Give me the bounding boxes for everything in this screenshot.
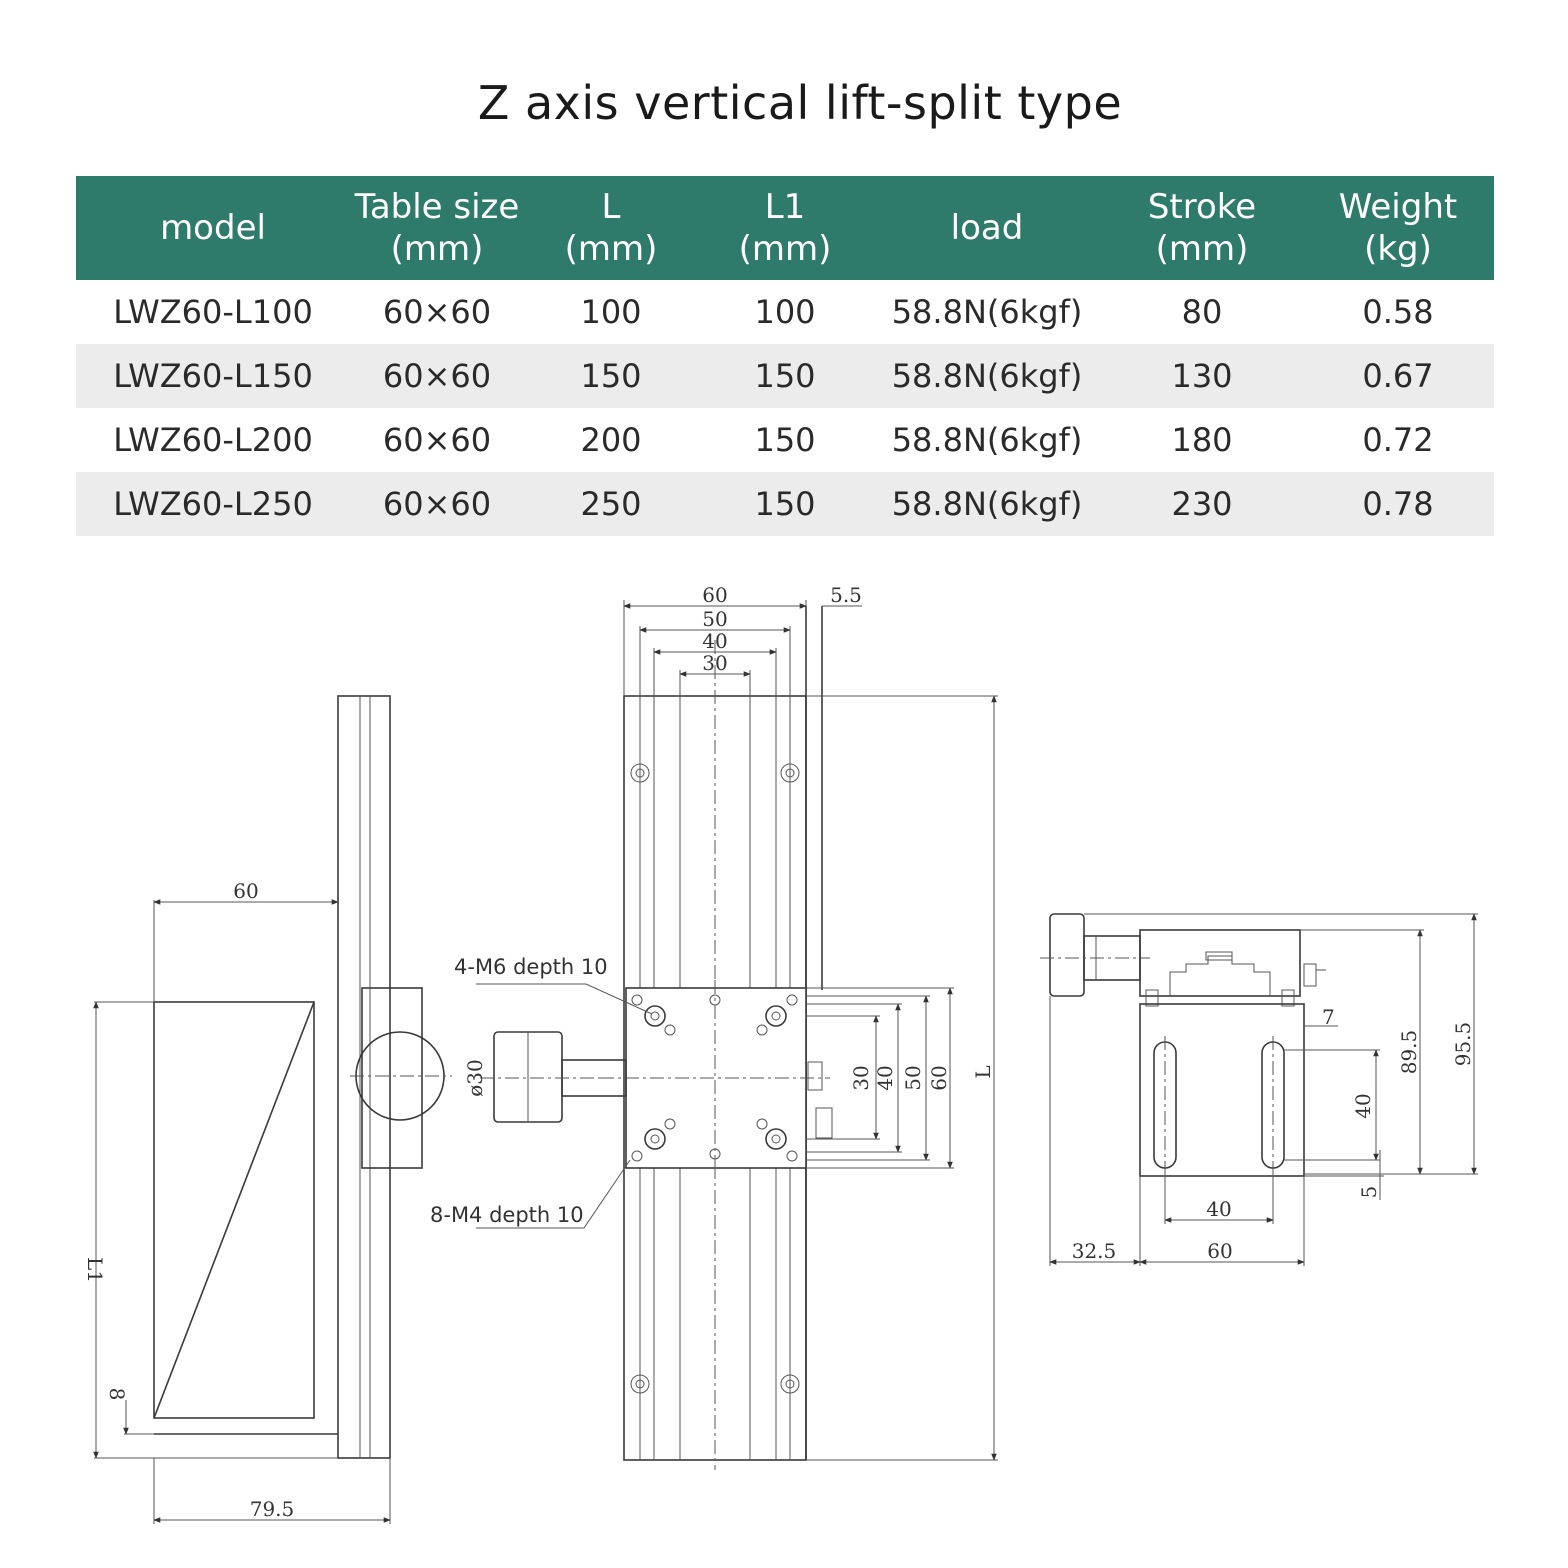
dim-side-gap: 5.5 (830, 583, 862, 607)
dim-end-base-width: 60 (1207, 1239, 1232, 1263)
header-l1: L1(mm) (738, 187, 832, 269)
side-rail (337, 695, 391, 1459)
cell-l1: 150 (754, 357, 816, 395)
cell-weight: 0.72 (1362, 421, 1434, 459)
end-knob (1049, 913, 1085, 997)
cell-l1: 100 (754, 293, 816, 331)
header-table-size: Table size(mm) (354, 187, 520, 269)
dim-end-h2: 95.5 (1451, 1022, 1475, 1067)
header-weight: Weight(kg) (1338, 187, 1458, 269)
cell-load: 58.8N(6kgf) (891, 357, 1083, 395)
side-carriage (361, 987, 423, 1169)
table-row: LWZ60-L150 60×60 150 150 58.8N(6kgf) 130 0.67 (76, 344, 1494, 408)
spec-table: model Table size(mm) L(mm) L1(mm) load S… (76, 176, 1494, 536)
table-row: LWZ60-L200 60×60 200 150 58.8N(6kgf) 180 0.72 (76, 408, 1494, 472)
dim-l: L (971, 1065, 995, 1078)
dim-side-width: 60 (233, 879, 258, 903)
cell-l1: 150 (754, 421, 816, 459)
dim-front-height-50: 50 (901, 1065, 925, 1090)
dim-end-slot: 40 (1351, 1093, 1375, 1118)
cell-model: LWZ60-L200 (113, 421, 313, 459)
cell-load: 58.8N(6kgf) (891, 293, 1083, 331)
cell-stroke: 130 (1171, 357, 1233, 395)
cell-weight: 0.58 (1362, 293, 1434, 331)
cell-table-size: 60×60 (382, 293, 492, 331)
callout-m6: 4-M6 depth 10 (454, 955, 608, 979)
dim-l1: L1 (83, 1257, 107, 1283)
cell-model: LWZ60-L100 (113, 293, 313, 331)
cell-l: 250 (580, 485, 642, 523)
rail-screw (780, 763, 800, 783)
dim-end-step: 7 (1322, 1005, 1335, 1029)
cell-l1: 150 (754, 485, 816, 523)
table-row: LWZ60-L250 60×60 250 150 58.8N(6kgf) 230 0.78 (76, 472, 1494, 536)
cell-stroke: 80 (1181, 293, 1223, 331)
header-stroke: Stroke(mm) (1147, 187, 1257, 269)
cell-l: 100 (580, 293, 642, 331)
dim-end-h1: 89.5 (1397, 1030, 1421, 1075)
dim-knob-dia: ø30 (463, 1059, 487, 1097)
dim-end-knob-offset: 32.5 (1072, 1239, 1117, 1263)
table-holes (631, 994, 798, 1162)
cell-load: 58.8N(6kgf) (891, 485, 1083, 523)
table-row: LWZ60-L100 60×60 100 100 58.8N(6kgf) 80 0.58 (76, 280, 1494, 344)
rail-screw (630, 763, 650, 783)
cell-table-size: 60×60 (382, 357, 492, 395)
page-title: Z axis vertical lift-split type (477, 76, 1123, 130)
dim-front-width-40: 40 (702, 629, 727, 653)
cell-model: LWZ60-L150 (113, 357, 313, 395)
dim-front-width-30: 30 (702, 651, 727, 675)
header-l: L(mm) (564, 187, 658, 269)
dim-front-height-40: 40 (873, 1065, 897, 1090)
side-bracket (153, 1001, 315, 1419)
dim-front-height-30: 30 (849, 1065, 873, 1090)
rail-screw (630, 1374, 650, 1394)
front-view: ø30 60 50 40 30 5.5 30 40 50 (430, 583, 998, 1470)
rail-screw (780, 1374, 800, 1394)
side-view: 60 L1 8 79.5 (83, 695, 452, 1524)
cell-l: 150 (580, 357, 642, 395)
cell-stroke: 180 (1171, 421, 1233, 459)
cell-l: 200 (580, 421, 642, 459)
cell-weight: 0.67 (1362, 357, 1434, 395)
technical-drawing: 60 L1 8 79.5 (83, 583, 1478, 1524)
end-body (1139, 1003, 1305, 1177)
dim-front-height-60: 60 (927, 1065, 951, 1090)
cell-table-size: 60×60 (382, 485, 492, 523)
dim-base-offset: 8 (105, 1388, 129, 1401)
dim-end-slot-bottom: 5 (1357, 1186, 1381, 1199)
dim-base-width: 79.5 (250, 1497, 295, 1521)
dim-end-slot-spacing: 40 (1206, 1197, 1231, 1221)
table-header: model Table size(mm) L(mm) L1(mm) load S… (76, 176, 1494, 280)
cell-model: LWZ60-L250 (113, 485, 313, 523)
cell-load: 58.8N(6kgf) (891, 421, 1083, 459)
dim-front-width-50: 50 (702, 607, 727, 631)
cell-stroke: 230 (1171, 485, 1233, 523)
end-view: 7 40 5 89.5 95.5 40 32.5 60 (1040, 913, 1478, 1266)
header-load: load (950, 208, 1024, 248)
dim-front-width-60: 60 (702, 583, 727, 607)
header-model: model (160, 208, 266, 248)
callout-m4: 8-M4 depth 10 (430, 1203, 584, 1227)
cell-table-size: 60×60 (382, 421, 492, 459)
end-carriage (1139, 929, 1301, 997)
cell-weight: 0.78 (1362, 485, 1434, 523)
